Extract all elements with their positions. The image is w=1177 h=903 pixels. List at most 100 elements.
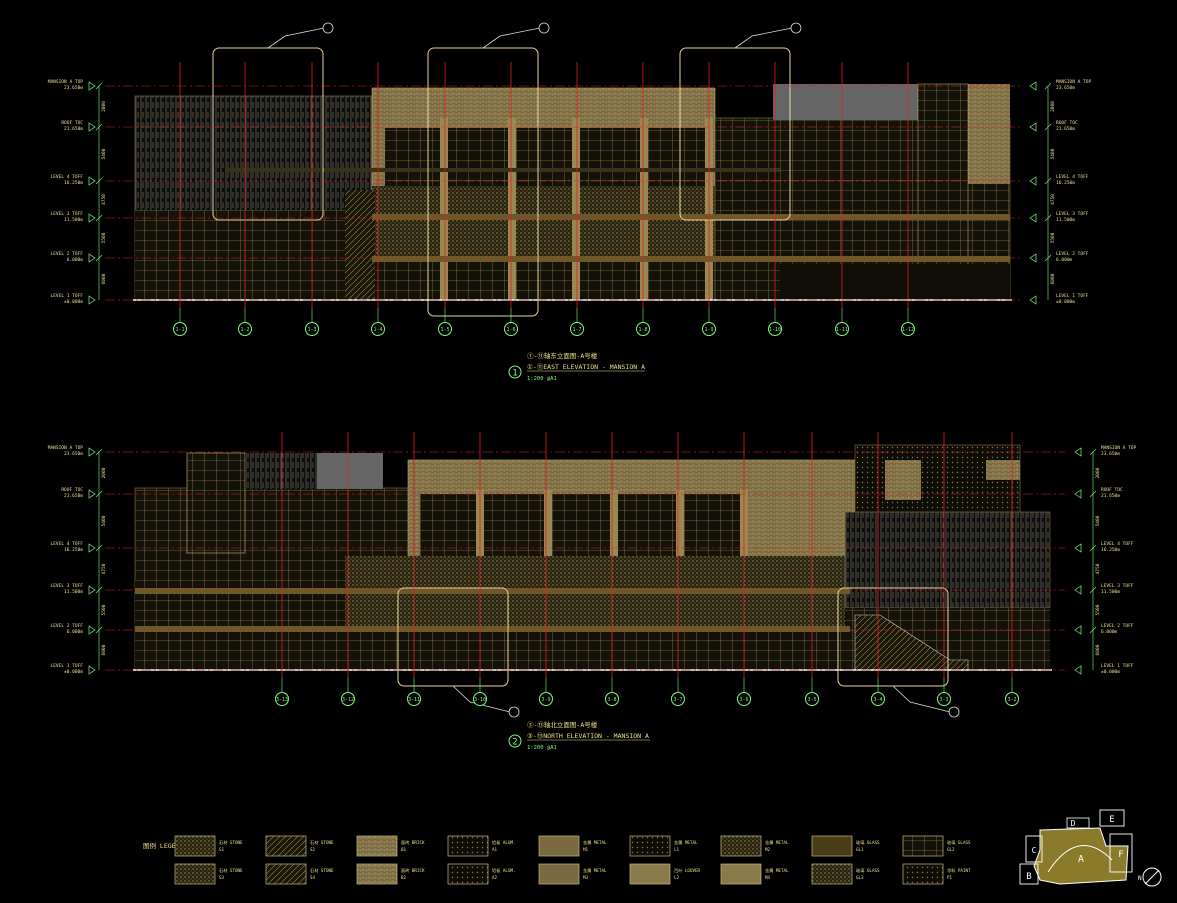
legend-swatch xyxy=(265,835,307,857)
dimension-value: 4750 xyxy=(101,194,107,205)
dimension-tick xyxy=(1089,626,1097,634)
keyplan-label-e: E xyxy=(1109,815,1114,825)
dimension-tick xyxy=(1044,123,1052,131)
legend-label: 石材 STONE xyxy=(310,867,334,874)
legend-label: 涂料 PAINT xyxy=(947,867,971,874)
grid-label: 3-11 xyxy=(408,697,420,703)
dimension-tick xyxy=(95,448,103,456)
level-triangle-icon xyxy=(1029,295,1037,305)
level-triangle-icon xyxy=(1074,585,1082,595)
grid-label: 1-6 xyxy=(506,327,515,333)
dimension-value: 4750 xyxy=(1050,194,1056,205)
keyplan-label-b: B xyxy=(1026,872,1031,882)
grid-label: 1-9 xyxy=(704,327,713,333)
grid-bubble xyxy=(901,322,915,336)
legend-label: 面砖 BRICK xyxy=(401,867,425,874)
level-name-left: LEVEL 4 TOFF xyxy=(50,541,83,547)
east-title-number: 1 xyxy=(512,369,517,379)
grid-bubble xyxy=(737,692,751,706)
grid-bubble xyxy=(835,322,849,336)
level-value-right: 21.650m xyxy=(1056,126,1075,132)
level-name-left: LEVEL 2 TOFF xyxy=(50,251,83,257)
dimension-tick xyxy=(95,123,103,131)
grid-label: 1-1 xyxy=(175,327,184,333)
level-name-right: LEVEL 3 TOFF xyxy=(1056,211,1089,217)
legend-swatch xyxy=(265,863,307,885)
level-triangle-icon xyxy=(88,543,96,553)
legend-swatch xyxy=(447,835,489,857)
legend-code: S2 xyxy=(310,847,316,852)
legend-code: M3 xyxy=(583,875,589,880)
legend-label: 金属 METAL xyxy=(583,839,607,846)
grid-label: 3-7 xyxy=(673,697,682,703)
grid-label: 1-8 xyxy=(638,327,647,333)
grid-bubble xyxy=(341,692,355,706)
level-triangle-icon xyxy=(1074,665,1082,675)
grid-label: 1-10 xyxy=(769,327,781,333)
legend-code: GL3 xyxy=(856,875,864,880)
keyplan-label-a: A xyxy=(1078,854,1084,865)
level-value-left: 23.650m xyxy=(64,85,83,91)
legend-swatch xyxy=(902,863,944,885)
dimension-tick xyxy=(1044,82,1052,90)
level-name-right: LEVEL 4 TOFF xyxy=(1101,541,1134,547)
dimension-value: 6000 xyxy=(1095,644,1101,655)
dimension-value: 6000 xyxy=(101,273,107,284)
level-name-left: LEVEL 4 TOFF xyxy=(50,174,83,180)
legend-label: 金属 METAL xyxy=(765,867,789,874)
grid-label: 1-11 xyxy=(836,327,848,333)
grid-label: 3-9 xyxy=(541,697,550,703)
east-title-cn: ①-⑪轴东立面图-A号楼 xyxy=(527,351,598,360)
level-name-right: ROOF TOC xyxy=(1056,120,1078,126)
legend-label: 石材 STONE xyxy=(310,839,334,846)
north-elevation-title: 2 ③-⑬轴北立面图-A号楼 ③-⑬NORTH ELEVATION - MANS… xyxy=(508,720,650,751)
grid-bubble xyxy=(937,692,951,706)
legend-swatch xyxy=(811,863,853,885)
legend-label: 石材 STONE xyxy=(219,867,243,874)
grid-bubble xyxy=(871,692,885,706)
dimension-tick xyxy=(1089,544,1097,552)
dimension-value: 5500 xyxy=(101,604,107,615)
grid-bubble xyxy=(473,692,487,706)
level-value-right: 11.500m xyxy=(1101,589,1120,595)
dimension-tick xyxy=(95,177,103,185)
north-arrow-label: N xyxy=(1138,875,1142,882)
legend-code: B1 xyxy=(401,847,407,852)
legend-label: 铝板 ALUM. xyxy=(492,867,516,874)
legend-swatch xyxy=(629,863,671,885)
level-name-left: LEVEL 3 TOFF xyxy=(50,583,83,589)
legend-swatch xyxy=(720,835,762,857)
legend-label: 百叶 LOUVER xyxy=(674,867,701,874)
level-value-right: 16.250m xyxy=(1056,180,1075,186)
legend-label: 金属 METAL xyxy=(674,839,698,846)
level-triangle-icon xyxy=(88,253,96,263)
grid-bubble xyxy=(238,322,252,336)
legend-swatch xyxy=(629,835,671,857)
dimension-value: 5500 xyxy=(101,232,107,243)
legend-swatch xyxy=(356,835,398,857)
dimension-tick xyxy=(1089,490,1097,498)
east-title-en: ①-⑪EAST ELEVATION - MANSION A xyxy=(527,363,645,371)
dimension-tick xyxy=(1044,214,1052,222)
grid-label: 3-3 xyxy=(939,697,948,703)
level-name-left: LEVEL 2 TOFF xyxy=(50,623,83,629)
level-triangle-icon xyxy=(1029,176,1037,186)
grid-bubble xyxy=(305,322,319,336)
dimension-value: 5400 xyxy=(101,148,107,159)
dimension-value: 2000 xyxy=(101,101,107,112)
level-triangle-icon xyxy=(88,122,96,132)
legend-swatch xyxy=(720,863,762,885)
level-value-left: 23.650m xyxy=(64,451,83,457)
grid-label: 3-13 xyxy=(276,697,288,703)
north-arrow-icon xyxy=(1142,867,1162,887)
grid-label: 1-2 xyxy=(240,327,249,333)
level-value-right: 6.000m xyxy=(1101,629,1118,635)
level-value-left: 16.250m xyxy=(64,180,83,186)
level-value-right: 16.250m xyxy=(1101,547,1120,553)
dimension-tick xyxy=(95,490,103,498)
grid-bubble xyxy=(768,322,782,336)
level-value-left: 6.000m xyxy=(67,629,84,635)
grid-bubble xyxy=(438,322,452,336)
keyplan-label-c: C xyxy=(1032,846,1037,855)
